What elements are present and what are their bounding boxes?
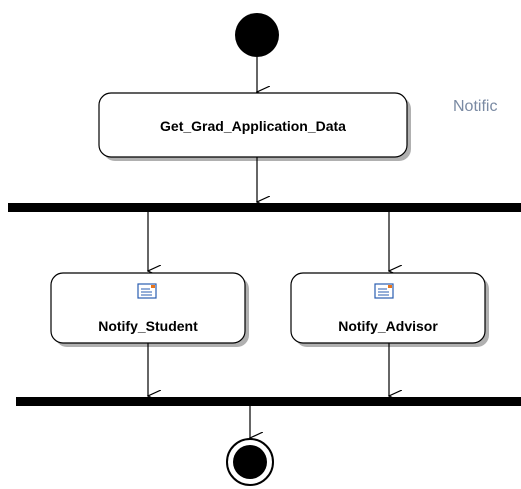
- envelope-icon: [137, 283, 157, 299]
- final-node: [226, 438, 274, 486]
- envelope-icon: [374, 283, 394, 299]
- action-label-notify-advisor: Notify_Advisor: [338, 318, 438, 334]
- join-bar: [16, 397, 521, 406]
- action-notify-advisor[interactable]: Notify_Advisor: [290, 272, 489, 347]
- action-box: [98, 92, 408, 158]
- action-get-grad-application-data[interactable]: Get_Grad_Application_Data: [98, 92, 411, 161]
- action-box: [290, 272, 486, 344]
- action-label-get-grad-application-data: Get_Grad_Application_Data: [160, 118, 346, 134]
- action-label-notify-student: Notify_Student: [98, 318, 198, 334]
- action-notify-student[interactable]: Notify_Student: [50, 272, 249, 347]
- fork-bar: [8, 203, 521, 212]
- side-note-text: Notific: [453, 98, 497, 115]
- initial-node: [235, 13, 279, 57]
